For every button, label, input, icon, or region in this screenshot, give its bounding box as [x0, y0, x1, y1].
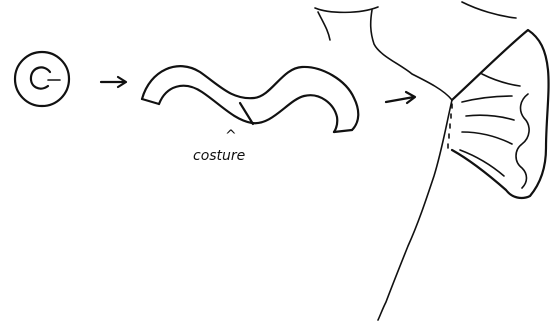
ruffle-fold-1 [462, 96, 512, 102]
dress-form-neck-right [371, 10, 452, 100]
wavy-strip-inner-edge [159, 86, 337, 132]
dress-form-neck-left [318, 12, 330, 40]
ruffle-fold-4 [460, 150, 504, 176]
wavy-strip-right-end [334, 130, 352, 132]
ruffle-wave-detail [516, 94, 529, 188]
wavy-strip-left-end [142, 99, 159, 104]
dress-form-shoulder-curve [462, 2, 516, 18]
rolled-circle-piece [15, 52, 69, 106]
seam-annotation: ^ costure [193, 128, 245, 164]
seam-caret: ^ [225, 128, 237, 144]
rolled-circle-outer [15, 52, 69, 106]
ruffle-fold-3 [462, 132, 512, 144]
rolled-circle-inner-spiral [31, 67, 50, 88]
wavy-strip [142, 66, 358, 132]
ruffle-fold-5 [482, 74, 520, 86]
attached-ruffle [452, 30, 549, 198]
seam-label: costure [193, 148, 245, 164]
ruffle-fold-2 [466, 115, 514, 120]
dress-form-front-line [378, 100, 452, 320]
dress-form-neck-top [315, 7, 378, 12]
dress-form [315, 2, 516, 320]
arrow-1 [101, 77, 126, 87]
arrow-2 [386, 92, 415, 103]
